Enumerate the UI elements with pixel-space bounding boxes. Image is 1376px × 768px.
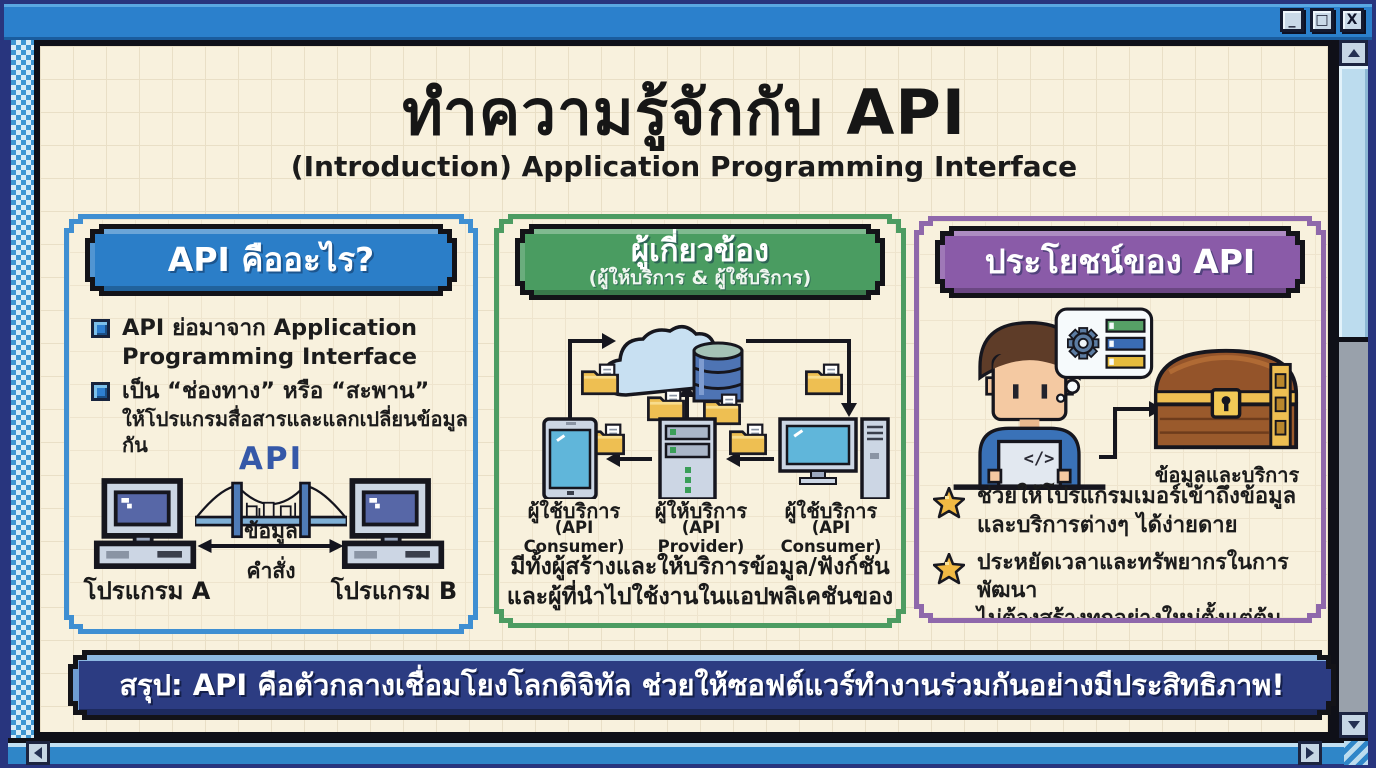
server-icon: [660, 419, 715, 499]
vertical-scrollbar[interactable]: [1334, 40, 1368, 738]
close-icon: X: [1346, 12, 1358, 28]
bullet-line: และบริการต่างๆ ได้ง่ายดาย: [977, 512, 1238, 538]
treasure-label: ข้อมูลและบริการ: [1154, 463, 1300, 487]
panel-benefits-title: ประโยชน์ของ API: [984, 241, 1256, 281]
code-tag-label: </>: [1023, 449, 1055, 469]
command-arrow-label: คำสั่ง: [246, 559, 296, 583]
maximize-button[interactable]: □: [1310, 8, 1334, 32]
scroll-right-button[interactable]: [1298, 741, 1322, 765]
cloud-database-icon: [604, 327, 742, 401]
desktop-icon: [780, 419, 888, 499]
list-item: เป็น “ช่องทาง” หรือ “สะพาน” ให้โปรแกรมสื่…: [91, 377, 469, 458]
double-arrow-icon: [193, 537, 348, 555]
window-titlebar[interactable]: [4, 4, 1372, 40]
star-icon: [933, 553, 965, 585]
consumer-right-sublabel: (API Consumer): [780, 518, 882, 556]
consumer-left-label: ผู้ใช้บริการ: [527, 499, 621, 523]
arrow-left-icon: [34, 747, 42, 759]
list-item: ช่วยให้โปรแกรมเมอร์เข้าถึงข้อมูลและบริกา…: [933, 483, 1313, 540]
panel-stakeholders: ผู้เกี่ยวข้อง (ผู้ให้บริการ & ผู้ใช้บริก…: [494, 214, 906, 628]
window-controls: _ □ X: [1280, 8, 1364, 32]
folder-icon: [582, 365, 617, 394]
bullet-line: ไม่ต้องสร้างทุกอย่างใหม่ตั้งแต่ต้น: [977, 605, 1282, 631]
bridge-icon: [195, 475, 347, 543]
minimize-button[interactable]: _: [1280, 8, 1304, 32]
panel-benefits: ประโยชน์ของ API </>: [914, 216, 1326, 623]
bullet-line: Programming Interface: [122, 344, 418, 371]
computer-b-icon: [341, 477, 447, 572]
stakeholders-caption-line2: และผู้ที่นำไปใช้งานในแอปพลิเคชันของตน: [506, 584, 894, 646]
vertical-scrollbar-track[interactable]: [1339, 40, 1368, 738]
bullet-line: เป็น “ช่องทาง” หรือ “สะพาน”: [122, 378, 430, 404]
list-item: ประหยัดเวลาและทรัพยากรในการพัฒนาไม่ต้องส…: [933, 549, 1319, 633]
summary-bar: สรุป: API คือตัวกลางเชื่อมโยงโลกดิจิทัล …: [68, 650, 1336, 720]
summary-text: สรุป: API คือตัวกลางเชื่อมโยงโลกดิจิทัล …: [119, 668, 1285, 702]
data-arrow-label: ข้อมูล: [244, 519, 298, 543]
page-title: ทำความรู้จักกับ API: [402, 76, 966, 149]
minimize-icon: _: [1288, 12, 1296, 28]
flow-arrows: [570, 341, 849, 459]
bullet-line: ช่วยให้โปรแกรมเมอร์เข้าถึงข้อมูล: [977, 484, 1297, 509]
maximize-icon: □: [1315, 12, 1329, 28]
vertical-scrollbar-thumb[interactable]: [1339, 66, 1368, 342]
provider-sublabel: (API Provider): [657, 518, 745, 556]
panel-stakeholders-title: ผู้เกี่ยวข้อง: [630, 233, 770, 270]
programmer-icon: [947, 305, 1112, 490]
panel-what-title: API คืออะไร?: [167, 239, 375, 279]
scroll-down-button[interactable]: [1339, 712, 1368, 738]
page-subtitle: (Introduction) Application Programming I…: [290, 150, 1078, 183]
computer-a-icon: [93, 477, 199, 572]
gear-icon: [1068, 328, 1099, 359]
arrow-up-icon: [1347, 49, 1360, 57]
bullet-line: ประหยัดเวลาและทรัพยากรในการพัฒนา: [977, 550, 1289, 603]
folder-icon: [806, 365, 841, 394]
api-bridge-label: API: [238, 441, 304, 477]
window-left-border: [8, 40, 37, 760]
phone-icon: [544, 419, 596, 499]
canvas: ทำความรู้จักกับ API (Introduction) Appli…: [34, 40, 1334, 738]
menu-list-icon: [1107, 320, 1145, 368]
star-icon: [933, 487, 965, 519]
scroll-left-button[interactable]: [26, 741, 50, 765]
arrow-right-icon: [1306, 747, 1314, 759]
program-a-label: โปรแกรม A: [83, 577, 211, 605]
provider-label: ผู้ให้บริการ: [654, 499, 748, 523]
thought-bubble-icon: [1049, 305, 1157, 405]
api-flow-diagram: [504, 307, 896, 499]
arrow-down-icon: [1347, 721, 1360, 729]
program-b-label: โปรแกรม B: [330, 577, 458, 605]
bullet-line: ให้โปรแกรมสื่อสารและแลกเปลี่ยนข้อมูลกัน: [122, 407, 468, 458]
consumer-left-sublabel: (API Consumer): [523, 518, 625, 556]
close-button[interactable]: X: [1340, 8, 1364, 32]
folder-icon: [648, 391, 683, 420]
scroll-up-button[interactable]: [1339, 40, 1368, 66]
panel-stakeholders-subtitle: (ผู้ให้บริการ & ผู้ใช้บริการ): [588, 267, 812, 290]
resize-grip[interactable]: [1344, 741, 1368, 765]
pixel-bullet-icon: [91, 319, 110, 338]
treasure-chest-icon: [1147, 343, 1305, 455]
horizontal-scrollbar[interactable]: [8, 738, 1368, 765]
consumer-right-label: ผู้ใช้บริการ: [784, 499, 878, 523]
pixel-bullet-icon: [91, 382, 110, 401]
stakeholders-caption-line1: มีทั้งผู้สร้างและให้บริการข้อมูล/ฟังก์ชั…: [510, 554, 890, 580]
bullet-line: API ย่อมาจาก Application: [122, 315, 418, 341]
folder-icon: [730, 425, 765, 454]
